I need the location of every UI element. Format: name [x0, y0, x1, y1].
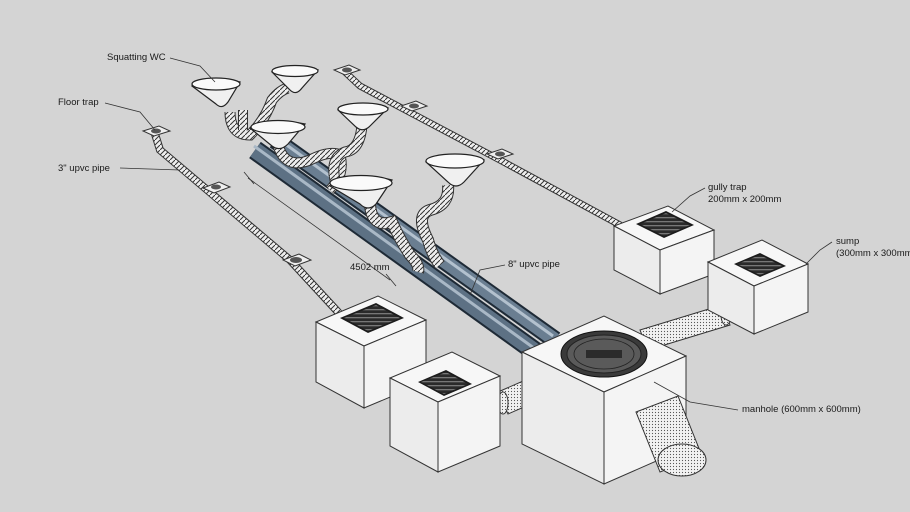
sump-box — [388, 351, 502, 473]
outlet-pipe — [635, 395, 707, 477]
main-8in-pipes — [249, 132, 561, 364]
leader-3in-pipe — [119, 167, 181, 171]
floor-drain — [201, 181, 232, 194]
left-3in-pipe — [151, 130, 342, 316]
leader-squatting-wc — [169, 57, 216, 83]
sump-box — [706, 239, 810, 335]
floor-drain — [399, 100, 429, 112]
dimension-line — [243, 171, 397, 287]
gully-trap-box — [612, 205, 716, 295]
leader-floor-trap — [104, 102, 156, 131]
label-dimension: 4502 mm — [350, 262, 390, 273]
leader-gully-trap — [671, 187, 706, 213]
floor-drain — [281, 253, 313, 267]
leader-sump — [805, 241, 833, 265]
squatting-wc — [328, 174, 393, 209]
label-sump: sump (300mm x 300mm) — [836, 236, 910, 259]
label-gully-trap: gully trap 200mm x 200mm — [708, 182, 782, 205]
label-manhole: manhole (600mm x 600mm) — [742, 404, 861, 415]
wc-traps — [224, 82, 455, 274]
squatting-wc — [248, 119, 307, 150]
floor-trap-drain — [141, 125, 172, 137]
squatting-wc — [190, 77, 241, 108]
squatting-wc — [336, 102, 390, 131]
leader-lines — [104, 57, 833, 411]
floor-drain — [485, 148, 515, 160]
label-3in-pipe: 3" upvc pipe — [58, 163, 110, 174]
floor-drain — [332, 64, 362, 76]
leader-8in-pipe — [469, 264, 506, 296]
squatting-wc — [424, 153, 486, 187]
label-squatting-wc: Squatting WC — [107, 52, 166, 63]
squatting-wc — [270, 64, 320, 94]
label-floor-trap: Floor trap — [58, 97, 99, 108]
right-3in-pipe — [341, 68, 624, 229]
leader-manhole — [653, 381, 739, 411]
label-8in-pipe: 8" upvc pipe — [508, 259, 560, 270]
